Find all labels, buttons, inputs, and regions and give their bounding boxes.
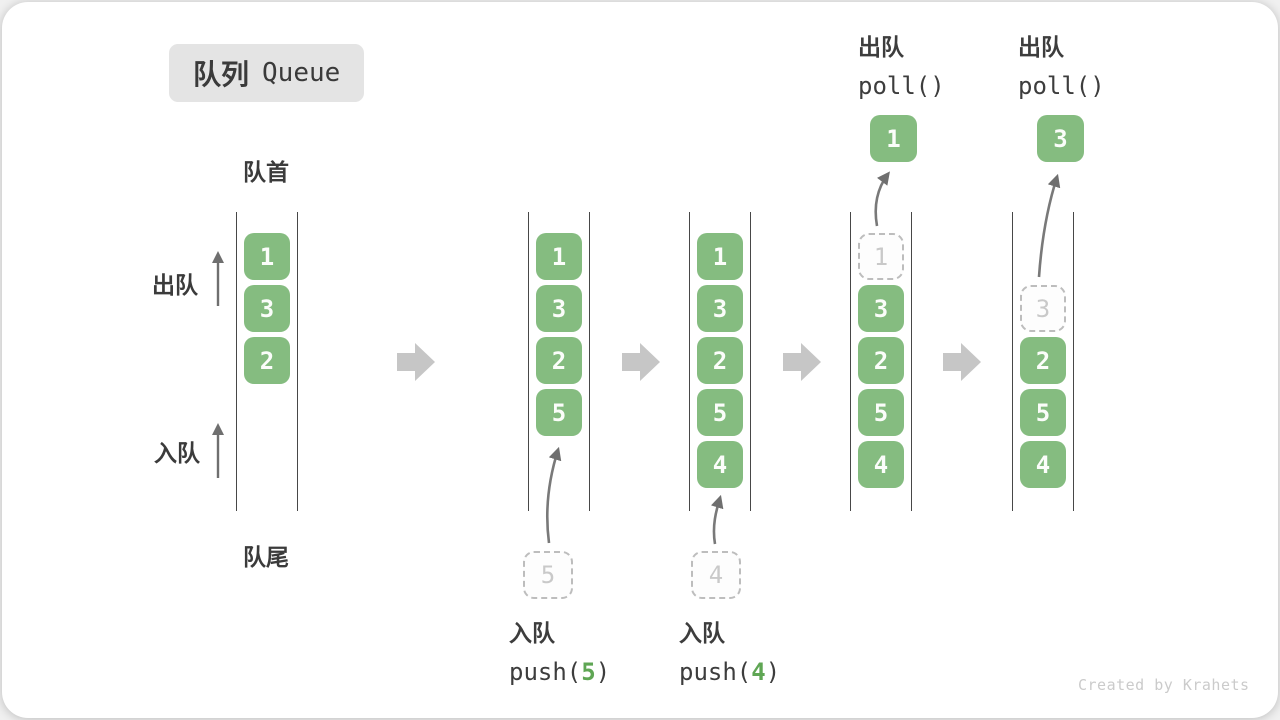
queue-cell: 2	[536, 337, 582, 384]
queue-cell: 5	[697, 389, 743, 436]
queue-cell: 4	[697, 441, 743, 488]
queue-channel-2	[528, 212, 590, 511]
enqueue-op-5-fn: push(	[509, 658, 582, 686]
enqueue-op-5-arg: 5	[581, 658, 596, 686]
queue-cell: 2	[1020, 337, 1066, 384]
dequeue-op-1-code: poll()	[858, 72, 945, 100]
queue-cell: 4	[858, 441, 904, 488]
removed-ghost-cell-3: 3	[1020, 285, 1066, 332]
removed-ghost-cell-1: 1	[858, 233, 904, 280]
enqueue-op-4-code: push(4)	[679, 658, 780, 686]
queue-cell: 2	[697, 337, 743, 384]
queue-cell: 3	[244, 285, 290, 332]
queue-cell: 5	[1020, 389, 1066, 436]
title-zh: 队列	[193, 59, 250, 90]
queue-channel-5	[1012, 212, 1074, 511]
queue-cell: 1	[244, 233, 290, 280]
enqueue-op-4-close: )	[765, 658, 781, 686]
queue-channel-4	[850, 212, 912, 511]
queue-cell: 2	[244, 337, 290, 384]
queue-cell: 3	[697, 285, 743, 332]
queue-rear-label: 队尾	[243, 544, 289, 570]
enqueue-op-5: 入队 push(5)	[509, 614, 610, 686]
enqueue-op-4: 入队 push(4)	[679, 614, 780, 686]
queue-channel-1	[236, 212, 298, 511]
popped-cell-3: 3	[1037, 115, 1084, 162]
title-en: Queue	[262, 58, 341, 88]
enqueue-op-5-code: push(5)	[509, 658, 610, 686]
queue-front-label: 队首	[243, 159, 289, 185]
enqueue-side-label: 入队	[154, 440, 200, 466]
queue-cell: 3	[858, 285, 904, 332]
dequeue-op-1: 出队 poll()	[858, 28, 945, 100]
popped-cell-1: 1	[870, 115, 917, 162]
enqueue-op-4-fn: push(	[679, 658, 752, 686]
enqueue-op-4-arg: 4	[751, 658, 766, 686]
queue-cell: 2	[858, 337, 904, 384]
enqueue-op-5-label: 入队	[509, 620, 555, 646]
queue-channel-3	[689, 212, 751, 511]
title-badge: 队列 Queue	[169, 44, 365, 102]
dequeue-side-label: 出队	[152, 272, 198, 298]
incoming-ghost-cell-5: 5	[523, 551, 573, 599]
dequeue-op-3: 出队 poll()	[1018, 28, 1105, 100]
queue-cell: 3	[536, 285, 582, 332]
dequeue-op-3-code: poll()	[1018, 72, 1105, 100]
watermark: Created by Krahets	[1078, 676, 1250, 694]
queue-cell: 1	[536, 233, 582, 280]
queue-cell: 5	[536, 389, 582, 436]
enqueue-op-5-close: )	[595, 658, 611, 686]
enqueue-op-4-label: 入队	[679, 620, 725, 646]
incoming-ghost-cell-4: 4	[691, 551, 741, 599]
queue-cell: 4	[1020, 441, 1066, 488]
queue-cell: 1	[697, 233, 743, 280]
dequeue-op-1-label: 出队	[858, 34, 904, 60]
dequeue-op-3-label: 出队	[1018, 34, 1064, 60]
queue-cell: 5	[858, 389, 904, 436]
